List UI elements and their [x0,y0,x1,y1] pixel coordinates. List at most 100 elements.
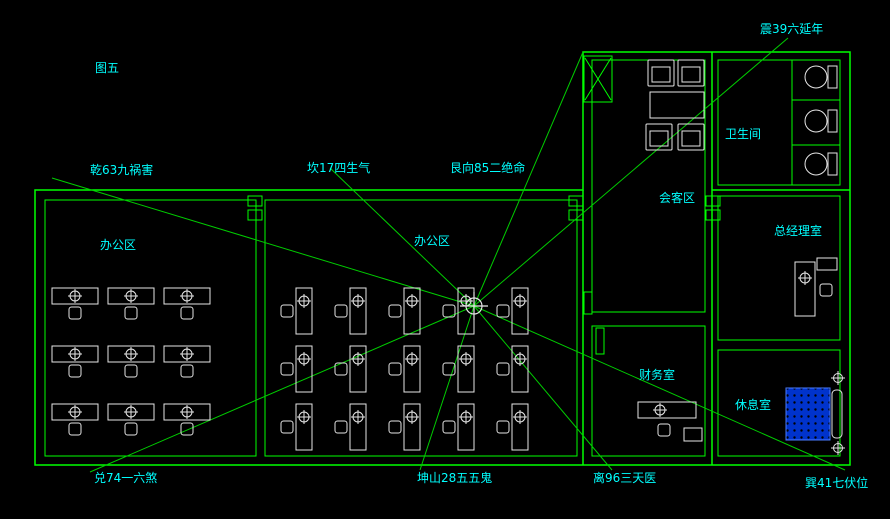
compass-label-zhen: 震39六延年 [760,22,824,36]
sofa-icon [647,59,675,87]
rest-room-walls [717,349,841,457]
chair-icon [68,364,82,378]
furniture [51,59,846,456]
desk-icon [51,287,99,305]
chair-icon [496,362,510,376]
chair-icon [280,420,294,434]
chair-icon [68,306,82,320]
desk-icon [295,287,313,335]
compass-label-kan: 坎17四生气 [307,161,371,175]
desk-icon [51,403,99,421]
chair-icon [280,362,294,376]
fengshui-sector-lines [51,37,846,473]
room-label-bathroom: 卫生间 [725,127,762,141]
chair-icon [334,304,348,318]
desk-icon [107,403,155,421]
desk-icon [295,403,313,451]
desk-icon [107,345,155,363]
sofa-icon [677,59,705,87]
desk-icon [511,345,529,393]
sector-line-kan [329,167,475,307]
desk-icon [403,345,421,393]
desk-icon [457,403,475,451]
chair-icon [280,304,294,318]
sector-line-zhen [473,37,789,307]
sofa-icon [645,123,673,151]
valve-icon [830,440,846,456]
desk-icon [51,345,99,363]
compass-label-xun: 巽41七伏位 [805,476,869,490]
door-jamb [705,209,721,221]
compass-label-li: 离96三天医 [593,471,657,485]
door-jamb [568,209,584,221]
room-label-finance: 财务室 [639,368,676,382]
chair-icon [334,420,348,434]
desk-icon [511,403,529,451]
door-leaf [583,291,593,315]
bathroom-walls [717,59,841,186]
desk-icon [163,345,211,363]
compass-label-qian: 乾63九祸害 [90,163,154,177]
sector-line-dui [89,305,475,473]
figure-title: 图五 [95,61,120,75]
desk-icon [163,287,211,305]
door-jamb [247,209,263,221]
desk-icon [403,287,421,335]
desk-icon [403,403,421,451]
chair-icon [124,306,138,320]
chair-icon [442,420,456,434]
desk-icon [457,287,475,335]
finance-desk-icon [637,401,703,442]
finance-room-walls [591,325,706,457]
inner-walls [44,55,841,457]
desk-icon [295,345,313,393]
valve-icon [830,370,846,386]
door-jamb [568,195,584,207]
compass-label-gen: 艮向85二绝命 [450,161,526,175]
chair-icon [68,422,82,436]
room-label-office-middle: 办公区 [414,234,451,248]
desk-icon [349,287,367,335]
sector-line-qian [51,177,475,307]
office-middle-walls [264,199,578,457]
toilet-icon [804,152,838,176]
desk-icon [457,345,475,393]
desk-icon [163,403,211,421]
desk-icon [511,287,529,335]
office-left-walls [44,199,257,457]
coffee-table-icon [649,91,705,119]
sector-line-li [473,305,613,471]
chair-icon [388,362,402,376]
desk-icon [107,287,155,305]
chair-icon [180,364,194,378]
door-jamb [705,195,721,207]
room-label-rest: 休息室 [735,398,772,412]
entrance-door-icon [583,55,613,103]
desk-icon [349,345,367,393]
toilet-icon [804,65,838,89]
gm-desk-icon [794,257,838,317]
walls [34,51,851,466]
chair-icon [819,283,833,297]
desk-icon [349,403,367,451]
sector-line-kun [419,305,475,471]
compass-label-dui: 兑74一六煞 [94,471,158,485]
chair-icon [180,422,194,436]
gm-office-walls [717,195,841,341]
compass-label-kun: 坤山28五五鬼 [417,471,493,485]
sector-line-gen [473,51,584,307]
shower-mat-icon [785,387,831,441]
chair-icon [496,304,510,318]
chair-icon [180,306,194,320]
chair-icon [388,304,402,318]
sector-line-xun [473,305,846,471]
chair-icon [496,420,510,434]
chair-icon [124,364,138,378]
room-label-office-left: 办公区 [100,238,137,252]
room-label-gm-office: 总经理室 [774,224,823,238]
shower-door-icon [831,389,843,439]
door-leaf [595,327,605,355]
meeting-room-walls [591,59,706,313]
